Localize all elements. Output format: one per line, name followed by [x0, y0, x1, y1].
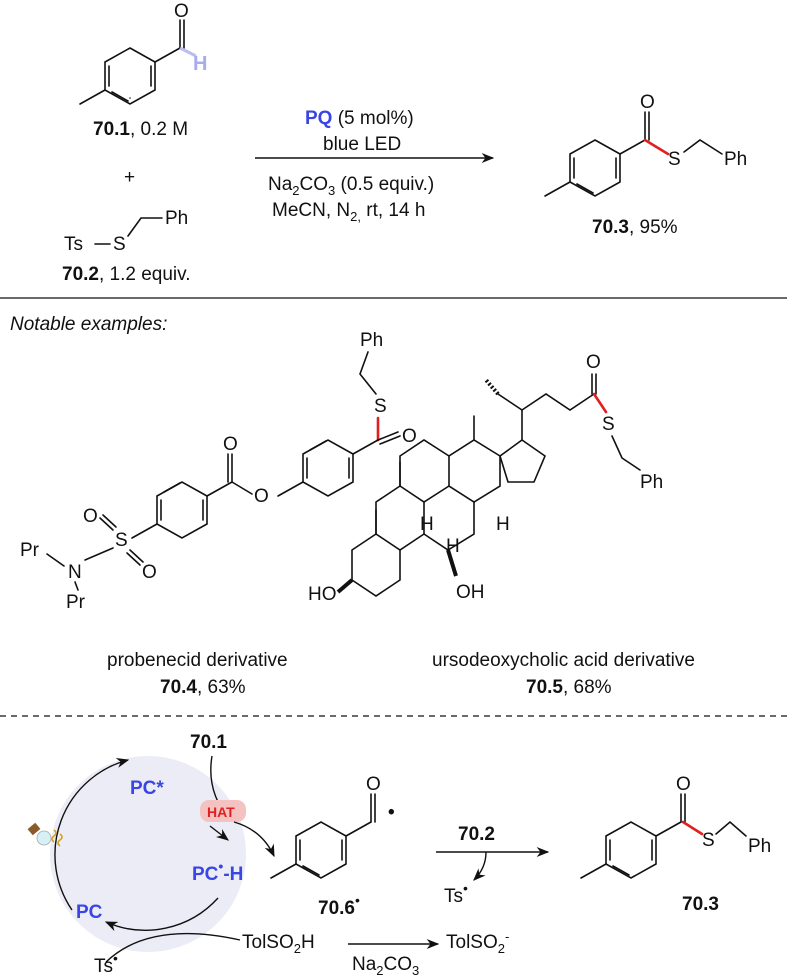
ex2-h1-label: H — [420, 514, 434, 535]
pc-h-label: PC•-H — [192, 858, 243, 885]
tolso2-anion-label: TolSO2- — [446, 929, 509, 956]
ex2-o-label: O — [586, 352, 601, 373]
radical-caption: 70.6• — [318, 892, 360, 919]
mech-product: O S Ph — [580, 774, 771, 879]
hat-label: HAT — [207, 804, 235, 820]
tolso2h-label: TolSO2H — [242, 932, 315, 956]
ts-release-arrow — [473, 851, 487, 881]
pc-star-label: PC* — [130, 778, 164, 799]
mech-product-ph-label: Ph — [748, 836, 771, 857]
sm1-caption: 70.1, 0.2 M — [93, 119, 188, 140]
catalyst-label: PQ (5 mol%) — [305, 108, 414, 129]
cycle-arrow-hat — [209, 825, 229, 841]
ex2-name: ursodeoxycholic acid derivative — [432, 650, 695, 671]
ex2-s-label: S — [602, 414, 615, 435]
solvent-label: MeCN, N2, rt, 14 h — [272, 200, 425, 224]
mech-product-o-label: O — [676, 774, 691, 795]
light-bulb-icon — [27, 822, 63, 847]
ex2-ho-label: HO — [308, 584, 337, 605]
ts-label: Ts — [64, 234, 83, 255]
ex1-o-carbonyl-label: O — [223, 434, 238, 455]
ex1-ph-label: Ph — [360, 330, 383, 351]
ex1-n-label: N — [68, 562, 82, 583]
starting-material-aldehyde: O H — [79, 1, 207, 105]
mech-product-caption: 70.3 — [682, 894, 719, 915]
starting-material-sulfide: Ts S Ph — [64, 208, 188, 255]
ex1-s-label: S — [374, 396, 387, 417]
mech-reagent-label: 70.2 — [458, 824, 495, 845]
ex1-pr1-label: Pr — [20, 540, 40, 561]
sm2-caption: 70.2, 1.2 equiv. — [62, 264, 191, 285]
ph-label: Ph — [165, 208, 188, 229]
ts-radical-1: Ts• — [444, 880, 468, 907]
hat-to-radical-arrow — [233, 821, 275, 858]
light-label: blue LED — [323, 134, 401, 155]
radical-dot: • — [388, 802, 395, 823]
product-ph-label: Ph — [724, 149, 747, 170]
product-thioester: O S Ph — [544, 92, 747, 197]
catalytic-cycle — [50, 756, 246, 952]
ex1-pr2-label: Pr — [66, 592, 86, 613]
probenecid-structure: Ph S O O O S O O N Pr Pr — [20, 330, 417, 613]
ex1-o4-label: O — [83, 506, 98, 527]
plus-sign: + — [124, 167, 135, 188]
ex1-o-label: O — [402, 426, 417, 447]
cycle-arrow-bottom — [104, 897, 219, 932]
ex1-s2-label: S — [115, 530, 128, 551]
ex1-name: probenecid derivative — [107, 650, 288, 671]
mech-product-s-label: S — [702, 830, 715, 851]
product-o-label: O — [640, 92, 655, 113]
na2co3-label: Na2CO3 — [352, 954, 419, 975]
ts-entry-arrow — [105, 932, 241, 963]
cycle-arrow-left — [54, 758, 130, 911]
aldehyde-h-label: H — [193, 53, 207, 75]
ts-radical-2: Ts• — [94, 950, 118, 975]
aldehyde-o-label: O — [174, 1, 189, 22]
radical-o-label: O — [366, 774, 381, 795]
ex1-caption: 70.4, 63% — [160, 677, 246, 698]
base-label: Na2CO3 (0.5 equiv.) — [268, 174, 434, 198]
product-s-label: S — [668, 149, 681, 170]
ex2-caption: 70.5, 68% — [526, 677, 612, 698]
examples-heading: Notable examples: — [10, 314, 167, 335]
mech-sm-label: 70.1 — [190, 732, 227, 753]
ex2-oh-label: OH — [456, 582, 485, 603]
ex2-h3-label: H — [496, 514, 510, 535]
product-caption: 70.3, 95% — [592, 217, 678, 238]
pc-label: PC — [76, 902, 103, 923]
ex2-ph-label: Ph — [640, 472, 663, 493]
ex1-o5-label: O — [142, 562, 157, 583]
ursodeoxycholic-structure: O S Ph H H H HO OH — [308, 352, 663, 605]
s-label: S — [113, 234, 126, 255]
acyl-radical: O • — [270, 774, 395, 879]
hat-badge — [200, 800, 246, 822]
ex1-o-ester-label: O — [254, 486, 269, 507]
